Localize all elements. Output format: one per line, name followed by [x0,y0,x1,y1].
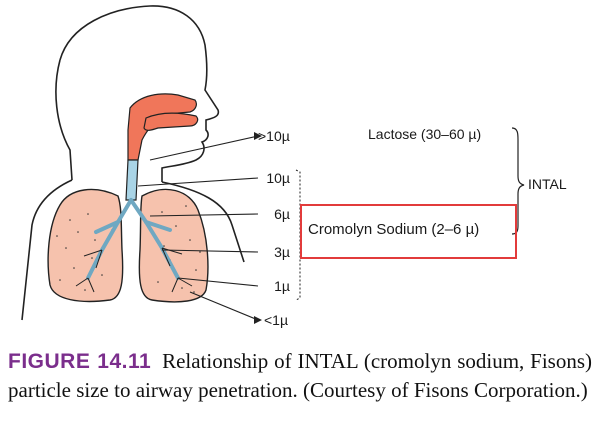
figure-caption: FIGURE 14.11 Relationship of INTAL (crom… [8,347,592,405]
bronchioles [75,247,193,293]
cromolyn-highlight-box [300,204,517,259]
size-label-under-1: <1µ [264,312,289,328]
size-range-bracket [295,169,301,301]
size-label-over-10: >10µ [258,128,290,144]
lactose-label: Lactose (30–60 µ) [368,126,482,142]
trachea [125,159,139,201]
size-label-3: 3µ [274,244,290,260]
torso-outline-right [161,181,245,263]
caption-text: Relationship of INTAL (cromolyn sodium, … [8,349,593,402]
left-lung [47,188,124,303]
size-label-6: 6µ [274,206,290,222]
intal-label: INTAL [528,176,567,192]
nasal-passage [127,93,197,161]
leader-lines [137,135,259,321]
intal-brace [511,127,525,235]
oral-cavity [143,112,199,131]
cromolyn-label: Cromolyn Sodium (2–6 µ) [308,221,480,238]
figure-number: FIGURE 14.11 [8,350,152,373]
neck-back-outline [55,59,73,181]
torso-outline-left [21,179,73,321]
right-lung [138,188,209,303]
size-label-10: 10µ [266,170,290,186]
size-label-1: 1µ [274,278,290,294]
arrowheads [254,132,262,324]
head-outline [59,5,220,182]
bronchial-tree [86,198,180,280]
